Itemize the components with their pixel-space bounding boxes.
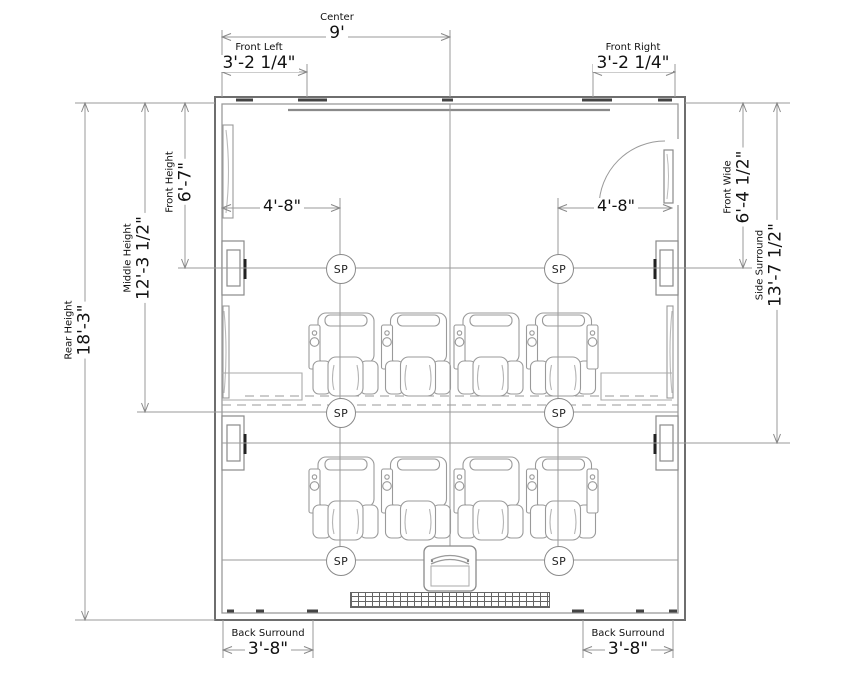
seating-row-rear — [308, 456, 599, 541]
speaker-marker: SP — [326, 254, 356, 284]
recliner-seat — [380, 312, 452, 397]
entry-door — [598, 139, 681, 208]
recliner-seat — [525, 312, 597, 397]
armrest — [586, 324, 599, 370]
speaker-marker-label: SP — [551, 406, 567, 420]
wall-ticks — [227, 98, 677, 613]
rear-cabinet — [423, 545, 477, 592]
recliner-seat — [453, 312, 524, 397]
speaker-marker: SP — [326, 398, 356, 428]
recliner-seat — [308, 312, 379, 397]
speaker-marker: SP — [544, 254, 574, 284]
stone-strip — [350, 592, 550, 608]
door-swing-arc — [598, 140, 666, 208]
speaker-marker: SP — [326, 546, 356, 576]
seating-row-front — [308, 312, 599, 397]
recliner-seat — [308, 456, 379, 541]
speaker-marker: SP — [544, 398, 574, 428]
wall-panels — [222, 124, 674, 399]
armrest — [586, 468, 599, 514]
speaker-marker-label: SP — [551, 554, 567, 568]
speaker-marker-label: SP — [333, 406, 349, 420]
speaker-marker-label: SP — [551, 262, 567, 276]
recliner-seat — [380, 456, 452, 541]
speaker-marker-label: SP — [333, 554, 349, 568]
recliner-seat — [453, 456, 524, 541]
speaker-marker-label: SP — [333, 262, 349, 276]
recliner-seat — [525, 456, 597, 541]
side-platforms — [222, 372, 672, 401]
speaker-marker: SP — [544, 546, 574, 576]
